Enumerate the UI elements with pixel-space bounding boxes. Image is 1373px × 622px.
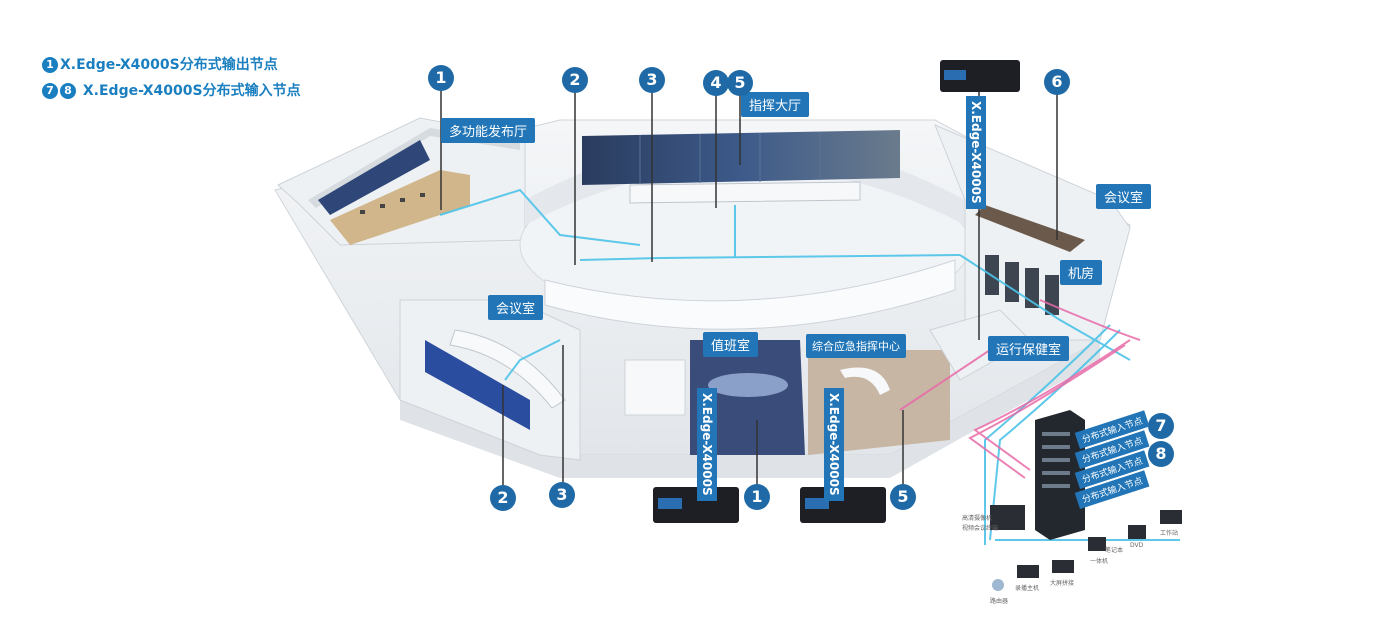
device-label-dvd: DVD (1130, 542, 1144, 549)
room-label-multi-function-hall: 多功能发布厅 (441, 118, 536, 143)
device-label-workstation: 工作站 (1160, 530, 1179, 537)
node-badge-3-bottom: 3 (549, 482, 575, 508)
duty-room (690, 340, 805, 455)
node-badge-8: 8 (1148, 441, 1174, 467)
device-model-tag-right: X.Edge-X4000S (966, 96, 986, 209)
room-label-duty-room: 值班室 (703, 332, 759, 357)
room-label-meeting-right: 会议室 (1096, 184, 1152, 209)
device-label-camera: 高清摄像机 (962, 515, 993, 522)
device-model-tag-duty: X.Edge-X4000S (697, 388, 717, 501)
right-meeting-table (975, 205, 1085, 252)
input-rack (1035, 410, 1085, 540)
room-label-meeting-left: 会议室 (488, 295, 544, 320)
input-node-icon: 8 (60, 83, 76, 99)
multi-hall-screen (318, 140, 430, 215)
command-hall-desk (629, 181, 861, 204)
room-label-emergency-center: 综合应急指挥中心 (806, 334, 906, 358)
multi-hall-stage (330, 170, 470, 245)
device-label-display-wall: 大屏拼接 (1050, 580, 1075, 587)
device-label-router: 路由器 (990, 598, 1009, 605)
room-label-command-hall: 指挥大厅 (741, 92, 810, 117)
node-badge-4: 4 (703, 70, 729, 96)
device-label-video-conf: 视频会议终端 (962, 525, 999, 532)
legend-output-text: X.Edge-X4000S分布式输出节点 (60, 57, 278, 73)
node-badge-7: 7 (1148, 413, 1174, 439)
device-top-right (940, 60, 1020, 92)
duty-room-table (708, 373, 788, 397)
device-label-recorder: 录播主机 (1015, 585, 1040, 592)
room-label-server-room: 机房 (1060, 260, 1103, 285)
cable-bundle-pink (899, 299, 1141, 479)
command-hall-balcony (544, 259, 956, 330)
node-badge-2-top: 2 (562, 67, 588, 93)
cable-bundle-cyan (439, 188, 1180, 545)
node-badge-3-top: 3 (639, 67, 665, 93)
input-node-icon: 7 (42, 83, 58, 99)
device-bottom-1 (653, 487, 739, 523)
node-badge-1-bottom: 1 (744, 484, 770, 510)
command-hall-videowall (582, 130, 900, 185)
node-badge-5-bottom: 5 (890, 484, 916, 510)
device-model-tag-emergency: X.Edge-X4000S (824, 388, 844, 501)
left-meeting-table (449, 329, 566, 409)
node-badge-6: 6 (1044, 69, 1070, 95)
legend-output-nodes: 11-6X.Edge-X4000S分布式输出节点 (42, 54, 278, 74)
device-label-aio: 一体机 (1090, 558, 1109, 565)
building-front-wall (400, 340, 1100, 478)
legend-input-text: X.Edge-X4000S分布式输入节点 (82, 83, 301, 99)
device-bottom-5 (800, 487, 886, 523)
duty-room-rack-left (624, 359, 686, 416)
emergency-desk (840, 367, 890, 395)
output-node-icon: 1 (42, 57, 58, 73)
room-label-ops-room: 运行保健室 (988, 336, 1070, 361)
camera-icon (992, 579, 1004, 591)
device-label-laptop: 笔记本 (1105, 547, 1124, 554)
node-badge-2-bottom: 2 (490, 485, 516, 511)
node-badge-1-top: 1 (428, 65, 454, 91)
node-badge-5-top: 5 (727, 70, 753, 96)
peripheral-devices (990, 505, 1182, 578)
